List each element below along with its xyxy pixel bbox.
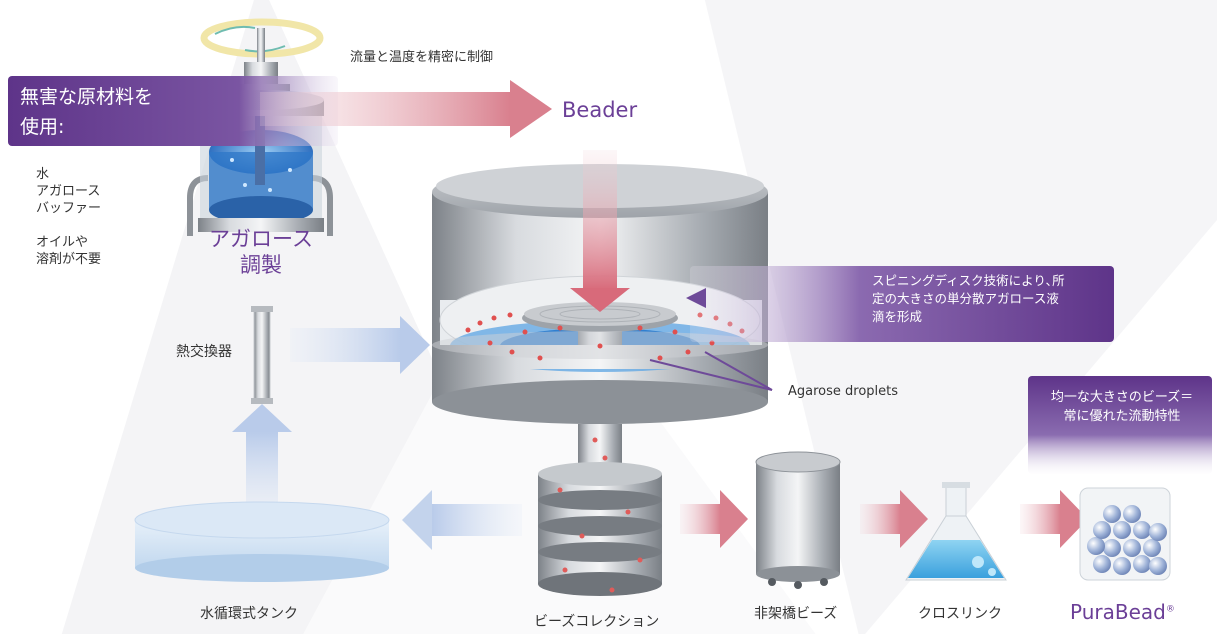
arrow-right-2 [860, 504, 900, 534]
ingredient-water: 水 [36, 167, 50, 182]
registered-mark: ® [1165, 604, 1175, 615]
bead-drum [755, 451, 841, 589]
no-oil-note: オイルや 溶剤が不要 [36, 234, 101, 268]
uniform-line1: 均一な大きさのビーズ＝ [1050, 390, 1194, 405]
heat-exchanger-label: 熱交換器 [176, 344, 232, 360]
arrow-head [402, 490, 432, 550]
agarose-prep-title: アガロース 調製 [206, 226, 316, 278]
arrow-right-1 [680, 504, 720, 534]
spinning-disk-line1: スピニングディスク技術により､所 [872, 273, 1065, 288]
arrow-down [583, 150, 617, 290]
arrow-head [400, 316, 430, 374]
raw-material-line1: 無害な原材料を [20, 86, 154, 108]
spinning-disk-line3: 滴を形成 [872, 309, 923, 324]
spinning-disk-box [690, 266, 1114, 342]
pointer-line [649, 359, 773, 391]
arrow-head [232, 404, 292, 432]
uniform-size-box [1028, 376, 1212, 474]
bead-collection [538, 424, 662, 596]
spinning-disk-text: スピニングディスク技術により､所 定の大きさの単分散アガロース液 滴を形成 [872, 272, 1065, 326]
agarose-prep-line2: 調製 [240, 253, 282, 277]
uniform-line2: 常に優れた流動特性 [1063, 409, 1181, 424]
crosslink-flask [905, 482, 1007, 581]
raw-material-text: 無害な原材料を 使用: [20, 82, 153, 142]
arrow-to-tank [432, 504, 522, 536]
arrow-heat-to-beader [290, 328, 400, 362]
spinning-disk-line2: 定の大きさの単分散アガロース液 [872, 291, 1059, 306]
arrow-right-3 [1020, 504, 1060, 534]
water-tank [134, 501, 390, 582]
agarose-prep-line1: アガロース [209, 227, 313, 251]
flow-temp-label: 流量と温度を精密に制御 [350, 50, 494, 65]
no-oil-line1: オイルや [36, 235, 89, 250]
spinning-arrow-head [686, 288, 706, 308]
raw-material-box [8, 76, 338, 146]
agarose-droplets-label: Agarose droplets [788, 384, 899, 399]
arrow-head [570, 288, 630, 312]
arrow-head [510, 80, 552, 138]
uniform-size-text: 均一な大きさのビーズ＝ 常に優れた流動特性 [1034, 388, 1210, 426]
non-crosslinked-label: 非架橋ビーズ [754, 606, 838, 622]
beader-title: Beader [562, 98, 638, 122]
bead-collection-label: ビーズコレクション [534, 614, 660, 630]
water-tank-label: 水循環式タンク [200, 606, 298, 622]
ingredients-list: 水 アガロース バッファー [36, 166, 101, 217]
arrow-head [900, 490, 928, 548]
raw-material-line2: 使用: [20, 116, 65, 138]
arrow-head [1060, 490, 1088, 548]
crosslink-label: クロスリンク [918, 606, 1002, 622]
purabead-name: PuraBead [1070, 600, 1166, 624]
heat-exchanger [251, 306, 273, 404]
purabead-label: PuraBead® [1070, 600, 1175, 624]
pointer-line [704, 351, 773, 391]
arrow-to-beader [260, 92, 510, 126]
purabead-beaker [1079, 487, 1171, 581]
no-oil-line2: 溶剤が不要 [36, 252, 102, 267]
arrow-head [720, 490, 748, 548]
ingredient-buffer: バッファー [36, 201, 102, 216]
ingredient-agarose: アガロース [36, 184, 101, 199]
